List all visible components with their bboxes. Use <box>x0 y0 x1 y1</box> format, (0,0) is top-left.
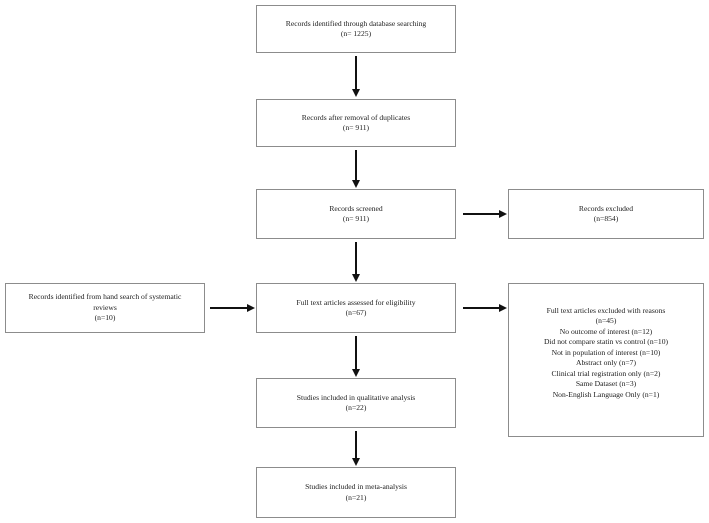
arrow-screened-to-fulltext-icon <box>355 242 357 275</box>
box-fulltext-excluded-reasons-line-2: (n=45) <box>595 316 617 326</box>
arrow-screened-to-excluded-icon <box>463 213 500 215</box>
arrow-duplicates-to-screened-icon <box>355 150 357 181</box>
box-records-after-duplicates-line-2: (n= 911) <box>342 123 370 132</box>
arrow-qualitative-to-meta-icon <box>355 431 357 459</box>
box-studies-qualitative-line-1: Studies included in qualitative analysis <box>296 392 416 402</box>
box-studies-meta-analysis-line-1: Studies included in meta-analysis <box>305 482 407 492</box>
box-records-after-duplicates: Records after removal of duplicates (n= … <box>256 99 456 147</box>
box-fulltext-excluded-reasons-line-8: Same Dataset (n=3) <box>575 379 637 389</box>
arrow-identified-to-duplicates-icon <box>355 56 357 90</box>
box-fulltext-excluded-reasons-line-7: Clinical trial registration only (n=2) <box>551 368 661 378</box>
box-records-excluded-line-1: Records excluded <box>578 203 634 213</box>
box-records-screened-line-1: Records screened <box>329 203 383 213</box>
box-records-excluded: Records excluded (n=854) <box>508 189 704 239</box>
box-studies-meta-analysis: Studies included in meta-analysis (n=21) <box>256 467 456 518</box>
box-fulltext-excluded-reasons-line-3: No outcome of interest (n=12) <box>559 326 653 336</box>
arrow-fulltext-to-reasons-icon <box>463 307 500 309</box>
box-fulltext-excluded-reasons-line-9: Non-English Language Only (n=1) <box>552 389 660 399</box>
box-fulltext-excluded-reasons: Full text articles excluded with reasons… <box>508 283 704 437</box>
arrow-handsearch-to-fulltext-icon <box>210 307 248 309</box>
box-records-identified: Records identified through database sear… <box>256 5 456 53</box>
arrow-fulltext-to-qualitative-icon <box>355 336 357 370</box>
box-studies-qualitative-line-2: (n=22) <box>345 403 367 412</box>
box-records-hand-search-line-1: Records identified from hand search of s… <box>28 292 182 302</box>
box-records-after-duplicates-line-1: Records after removal of duplicates <box>301 112 411 122</box>
box-records-hand-search-line-2: reviews <box>93 302 117 312</box>
box-records-screened: Records screened (n= 911) <box>256 189 456 239</box>
box-records-hand-search-line-3: (n=10) <box>94 313 116 323</box>
box-records-screened-line-2: (n= 911) <box>342 214 370 223</box>
box-fulltext-excluded-reasons-line-5: Not in population of interest (n=10) <box>551 347 661 357</box>
box-records-identified-line-1: Records identified through database sear… <box>285 18 427 28</box>
box-studies-meta-analysis-line-2: (n=21) <box>345 492 367 502</box>
box-records-hand-search: Records identified from hand search of s… <box>5 283 205 333</box>
box-records-excluded-line-2: (n=854) <box>593 214 619 223</box>
box-studies-qualitative: Studies included in qualitative analysis… <box>256 378 456 428</box>
box-fulltext-excluded-reasons-line-1: Full text articles excluded with reasons <box>546 306 666 315</box>
box-fulltext-excluded-reasons-line-4: Did not compare statin vs control (n=10) <box>543 337 669 347</box>
box-fulltext-excluded-reasons-line-6: Abstract only (n=7) <box>576 358 636 368</box>
box-fulltext-assessed: Full text articles assessed for eligibil… <box>256 283 456 333</box>
box-records-identified-line-2: (n= 1225) <box>340 29 372 38</box>
box-fulltext-assessed-line-2: (n=67) <box>345 308 367 317</box>
box-fulltext-assessed-line-1: Full text articles assessed for eligibil… <box>296 297 416 307</box>
